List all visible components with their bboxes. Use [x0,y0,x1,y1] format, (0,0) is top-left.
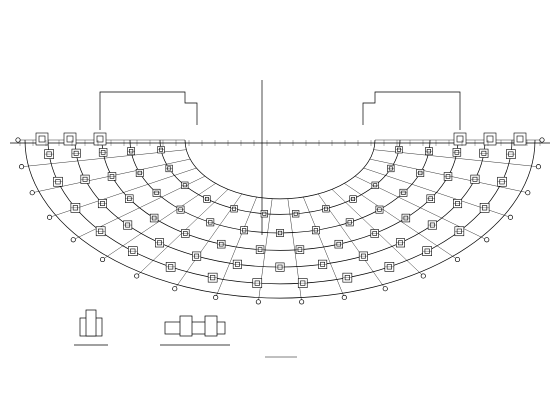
axis-bubble [484,237,490,243]
axis-bubble [299,299,305,305]
end-column [66,135,74,143]
end-column [38,135,46,143]
axis-bubble [255,299,261,305]
beam-detail-column-2 [204,315,218,337]
axis-bubble [100,256,106,263]
axis-bubble [47,214,53,220]
axis-bubble [19,164,25,170]
axis-bubble [539,137,545,143]
axis-bubble [535,164,541,170]
axis-arc [101,139,459,251]
axis-arc [184,139,376,200]
end-column [486,135,494,143]
axis-bubble [70,237,76,243]
beam-detail-column [179,315,193,337]
radial-grid-line [303,197,345,298]
radial-grid-line [344,183,458,260]
axis-arc [129,139,431,234]
radial-grid-line [215,197,257,298]
axis-bubble [420,273,426,279]
radial-grid-line [102,183,216,260]
axis-bubble [507,214,513,220]
top-left-dimension [99,91,198,130]
axis-bubble [341,294,347,301]
axis-bubble [15,137,21,143]
axis-bubble [213,294,219,301]
axis-arc [159,139,401,215]
end-column [516,135,524,143]
footing-detail-1-column [85,309,97,337]
axis-bubble [382,286,388,292]
top-right-dimension [362,91,461,130]
axis-arc [24,139,536,299]
end-column [96,135,104,143]
end-column [456,135,464,143]
axis-bubble [525,190,531,196]
axis-bubble [29,190,35,196]
axis-bubble [454,256,460,263]
axis-bubble [134,273,140,279]
axis-bubble [172,286,178,292]
